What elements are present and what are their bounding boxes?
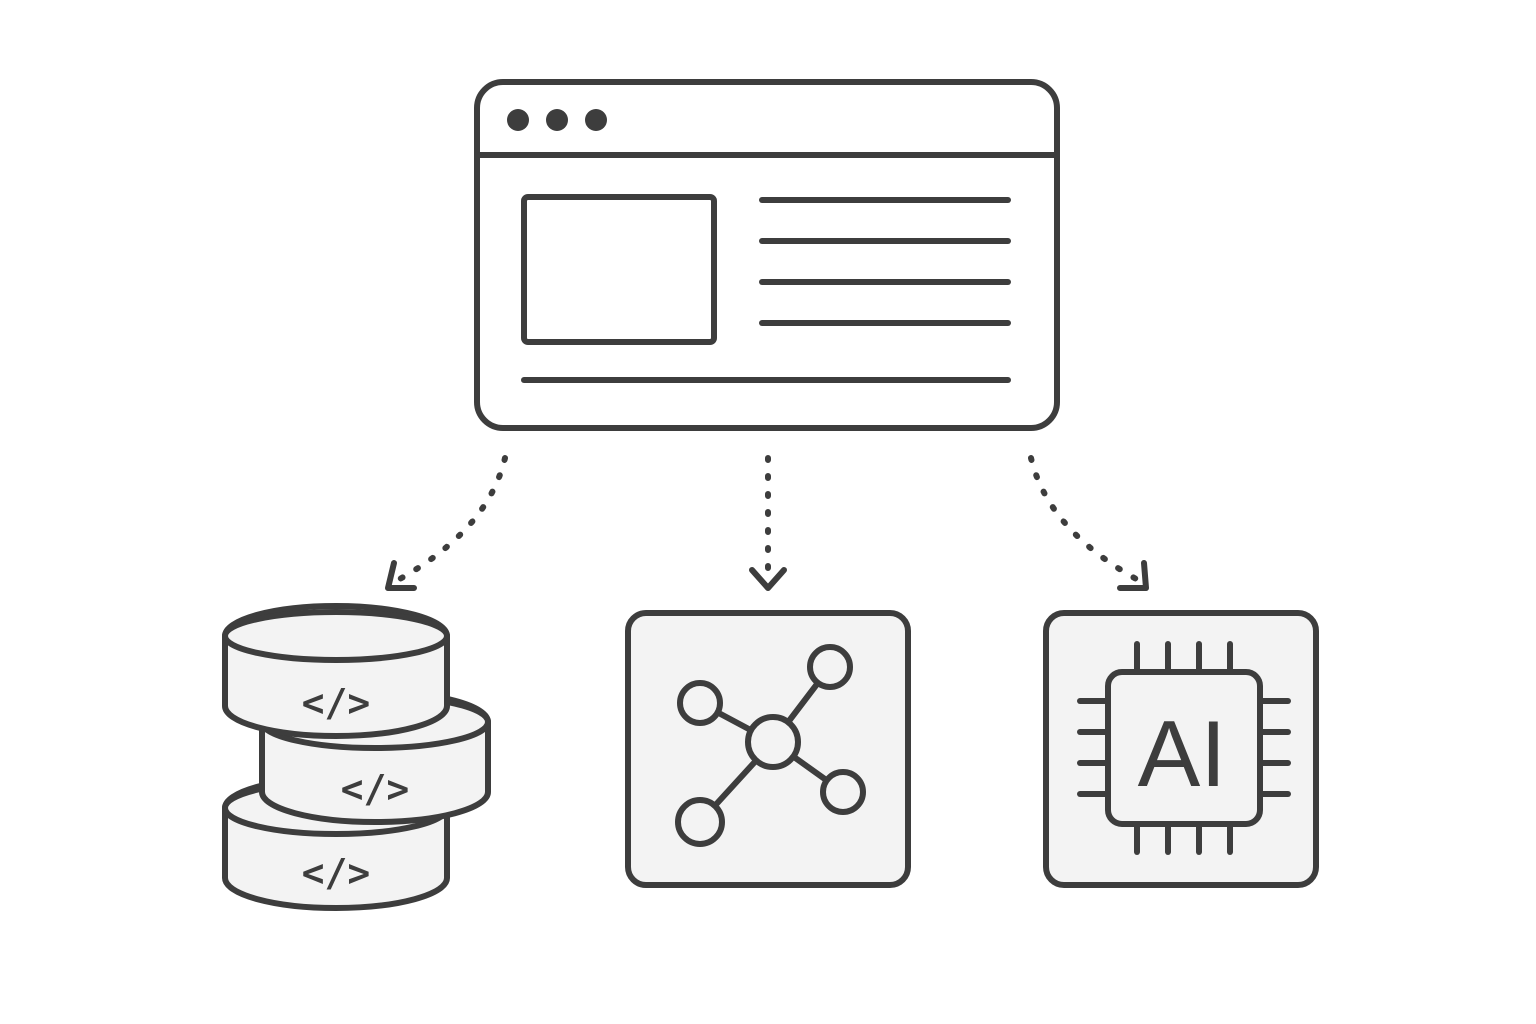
- chip-body: [1105, 669, 1263, 827]
- network-node-top-left: [677, 680, 723, 726]
- ai-chip-label: AI: [1138, 701, 1227, 806]
- browser-window-icon: [474, 79, 1060, 431]
- network-node-bottom-left: [675, 797, 725, 847]
- connector-left-arrowhead: [385, 560, 417, 591]
- network-node-top-right: [807, 644, 853, 690]
- network-node-bottom-right: [820, 769, 866, 815]
- network-graph-icon: [625, 610, 911, 888]
- database-layer-top: </>: [222, 603, 450, 739]
- connector-center: [749, 455, 787, 591]
- connector-right: [1028, 455, 1149, 591]
- ai-chip-icon: AI: [1043, 610, 1319, 888]
- browser-frame: [474, 79, 1060, 431]
- connector-right-path: [1028, 455, 1141, 583]
- code-database-stack-icon: </> </> </>: [222, 603, 491, 911]
- window-dot-1: [507, 109, 529, 131]
- window-dot-2: [546, 109, 568, 131]
- database-layer-middle-label: </>: [341, 767, 410, 811]
- connector-center-arrowhead: [749, 567, 787, 591]
- window-dot-3: [585, 109, 607, 131]
- connector-left-path: [395, 455, 508, 583]
- connector-left: [385, 455, 508, 591]
- database-layer-top-label: </>: [302, 681, 371, 725]
- database-layer-top-top: [222, 609, 450, 663]
- connector-right-arrowhead: [1117, 560, 1149, 591]
- database-layer-bottom-label: </>: [302, 851, 371, 895]
- chip-pins: [1077, 641, 1291, 855]
- browser-image-placeholder: [521, 194, 717, 345]
- network-node-hub: [745, 714, 801, 770]
